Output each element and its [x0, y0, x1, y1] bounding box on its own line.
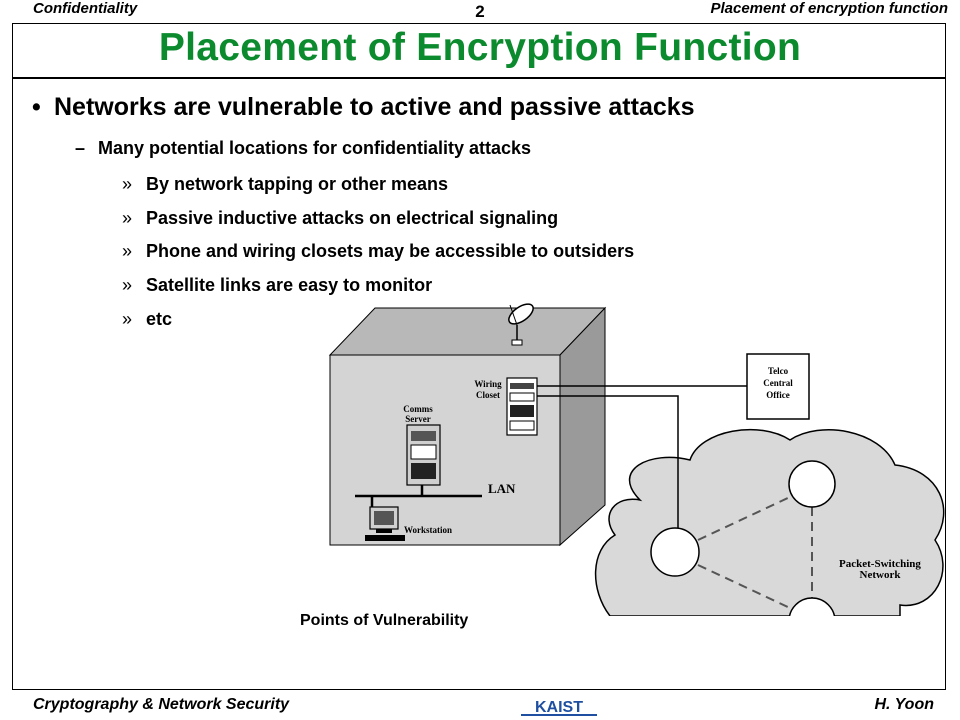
svg-text:KAIST: KAIST	[535, 699, 583, 716]
main-bullet: • Networks are vulnerable to active and p…	[32, 93, 695, 122]
telco-office-box	[746, 353, 810, 420]
wiring-closet-rack-icon	[506, 377, 538, 436]
bullet-dot-icon: •	[32, 93, 41, 121]
page-number: 2	[475, 2, 485, 21]
chevron-icon: »	[122, 309, 133, 329]
chevron-icon: »	[122, 208, 133, 228]
list-item-text: By network tapping or other means	[146, 174, 449, 194]
sub-bullet-text: Many potential locations for confidentia…	[98, 138, 532, 158]
slide-frame	[12, 23, 946, 690]
header-right: Placement of encryption function	[710, 0, 948, 17]
comms-server-label-2: Server	[405, 414, 430, 424]
workstation-label: Workstation	[404, 525, 452, 535]
list-item: » By network tapping or other means	[122, 174, 448, 195]
external-lines	[537, 385, 747, 528]
psn-label-1: Packet-Switching	[839, 558, 921, 570]
wiring-closet-label-1: Wiring	[474, 379, 502, 389]
list-item-text: etc	[146, 309, 173, 329]
psn-label-2: Network	[860, 569, 902, 581]
diagram-caption: Points of Vulnerability	[300, 612, 469, 629]
satellite-dish-icon	[508, 303, 534, 346]
sub-bullet: –Many potential locations for confidenti…	[75, 138, 531, 159]
chevron-icon: »	[122, 275, 133, 295]
wiring-closet-label-2: Closet	[476, 390, 500, 400]
footer-left: Cryptography & Network Security	[33, 696, 290, 713]
network-nodes	[650, 460, 836, 616]
header-left: Confidentiality	[33, 0, 138, 17]
list-item: » Passive inductive attacks on electrical…	[122, 208, 558, 229]
telco-label-3: Office	[766, 390, 789, 400]
list-item-text: Satellite links are easy to monitor	[146, 275, 433, 295]
list-item: » Satellite links are easy to monitor	[122, 275, 432, 296]
network-node	[788, 597, 836, 616]
network-links	[697, 496, 813, 609]
network-diagram: Packet-Switching Network Wiring Closet C…	[328, 303, 945, 616]
telco-label-2: Central	[763, 378, 793, 388]
telco-label-1: Telco	[768, 366, 789, 376]
lan-bus	[355, 485, 482, 508]
list-item-text: Phone and wiring closets may be accessib…	[146, 241, 635, 261]
title-divider	[12, 77, 946, 79]
network-node	[788, 460, 836, 508]
list-item: » etc	[122, 309, 172, 330]
list-item: » Phone and wiring closets may be accessi…	[122, 241, 634, 262]
main-bullet-text: Networks are vulnerable to active and pa…	[54, 93, 695, 121]
packet-switching-cloud	[594, 428, 945, 616]
chevron-icon: »	[122, 241, 133, 261]
kaist-logo: KAIST	[521, 699, 597, 716]
slide-title: Placement of Encryption Function	[158, 26, 802, 69]
lan-label: LAN	[488, 481, 516, 496]
footer-right: H. Yoon	[874, 696, 934, 713]
dash-icon: –	[75, 138, 86, 158]
chevron-icon: »	[122, 174, 133, 194]
comms-server-label-1: Comms	[403, 404, 433, 414]
comms-server-icon	[406, 424, 441, 486]
list-item-text: Passive inductive attacks on electrical …	[146, 208, 559, 228]
workstation-icon	[365, 506, 405, 541]
network-node	[650, 527, 700, 577]
